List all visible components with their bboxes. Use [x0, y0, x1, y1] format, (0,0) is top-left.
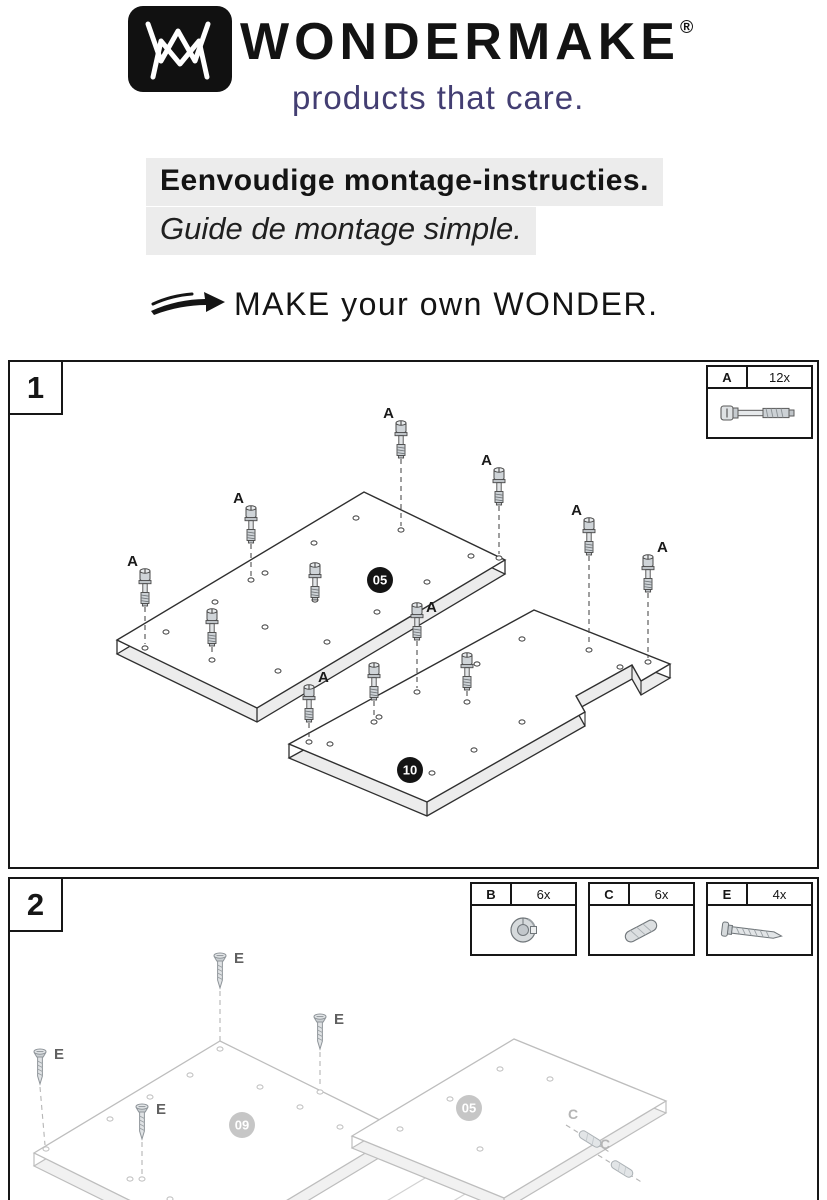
fastener-a: A	[571, 502, 596, 646]
fastener-a: A	[481, 452, 506, 554]
wondermake-logo	[128, 6, 232, 97]
dowel-c-label: C	[568, 1106, 578, 1122]
dowel-c: C	[565, 1106, 612, 1154]
part-label: B	[472, 884, 512, 904]
brand-name-text: WONDERMAKE	[240, 13, 680, 71]
fastener-e: E	[135, 1101, 166, 1175]
part-qty: 6x	[654, 886, 669, 902]
fastener-e-label: E	[334, 1011, 344, 1028]
part-label: E	[708, 884, 748, 904]
panel-05-label: 05	[367, 567, 393, 593]
fastener-a: A	[410, 599, 437, 688]
panel-10: 10	[287, 609, 672, 817]
fastener-a-label: A	[233, 490, 244, 507]
part-label: C	[590, 884, 630, 904]
parts-legend-c: C 6x	[588, 882, 695, 956]
step2-assembly-diagram: 09 05	[32, 950, 668, 1200]
wm-monogram-icon	[128, 6, 232, 92]
panel-05-number: 05	[373, 573, 387, 588]
fastener-a-label: A	[127, 553, 138, 570]
panel-05-step2-label: 05	[456, 1095, 482, 1121]
panel-09: 09	[32, 1040, 404, 1200]
part-qty: 4x	[772, 886, 787, 902]
fastener-e-label: E	[156, 1101, 166, 1118]
cam-bolt-icon	[708, 389, 811, 437]
instruction-title-dutch: Eenvoudige montage-instructies.	[146, 158, 663, 206]
motto-text: MAKE your own WONDER.	[234, 285, 659, 322]
parts-legend-b-header: B 6x	[472, 884, 575, 906]
step-2-number: 2	[10, 879, 63, 932]
fastener-a-label: A	[383, 405, 394, 422]
panel-10-label: 10	[397, 757, 423, 783]
part-qty: 12x	[769, 369, 790, 385]
fastener-a	[205, 608, 219, 656]
fastener-a-label: A	[426, 599, 437, 616]
fastener-a-label: A	[657, 539, 668, 556]
panel-05: 05	[115, 491, 507, 723]
brand-tagline: products that care.	[292, 79, 585, 116]
registered-mark: ®	[679, 17, 694, 37]
fastener-e: E	[33, 1046, 64, 1146]
parts-legend-b: B 6x	[470, 882, 577, 956]
step-2-panel: 2 B 6x C 6x	[8, 877, 819, 1200]
part-qty: 6x	[536, 886, 551, 902]
fastener-e-label: E	[234, 950, 244, 967]
parts-legend-a-header: A 12x	[708, 367, 811, 389]
panel-10-number: 10	[403, 763, 417, 778]
fastener-a	[367, 662, 381, 718]
fastener-a-label: A	[571, 502, 582, 519]
fastener-a-label: A	[318, 669, 329, 686]
wood-screw-icon	[708, 906, 811, 954]
parts-legend-c-header: C 6x	[590, 884, 693, 906]
fastener-a-label: A	[481, 452, 492, 469]
fastener-e-label: E	[54, 1046, 64, 1063]
panel-05-number: 05	[462, 1101, 476, 1116]
motto-row: MAKE your own WONDER.	[148, 284, 658, 324]
step-1-number: 1	[10, 362, 63, 415]
fastener-e: E	[313, 1011, 344, 1088]
panel-05-step2: 05	[350, 1038, 668, 1200]
brand-name: WONDERMAKE®	[240, 16, 693, 68]
step1-assembly-diagram: 05	[115, 405, 672, 817]
cam-lock-icon	[472, 906, 575, 954]
fastener-a: A	[641, 539, 668, 658]
instruction-title-french: Guide de montage simple.	[146, 207, 536, 255]
fastener-e: E	[213, 950, 244, 1045]
fastener-a: A	[233, 490, 258, 576]
parts-legend-e: E 4x	[706, 882, 813, 956]
arrow-icon	[151, 292, 225, 315]
fastener-a	[460, 652, 474, 698]
dowel-icon	[590, 906, 693, 954]
fastener-a: A	[302, 669, 329, 738]
parts-legend-a: A 12x	[706, 365, 813, 439]
dowel-c: C	[597, 1136, 644, 1184]
panel-09-label: 09	[229, 1112, 255, 1138]
panel-09-number: 09	[235, 1118, 249, 1133]
part-label: A	[708, 367, 748, 387]
fastener-a: A	[127, 553, 152, 644]
step-1-panel: 1 A 12x	[8, 360, 819, 869]
parts-legend-e-header: E 4x	[708, 884, 811, 906]
dowel-c-label: C	[600, 1136, 610, 1152]
fastener-a: A	[383, 405, 408, 526]
